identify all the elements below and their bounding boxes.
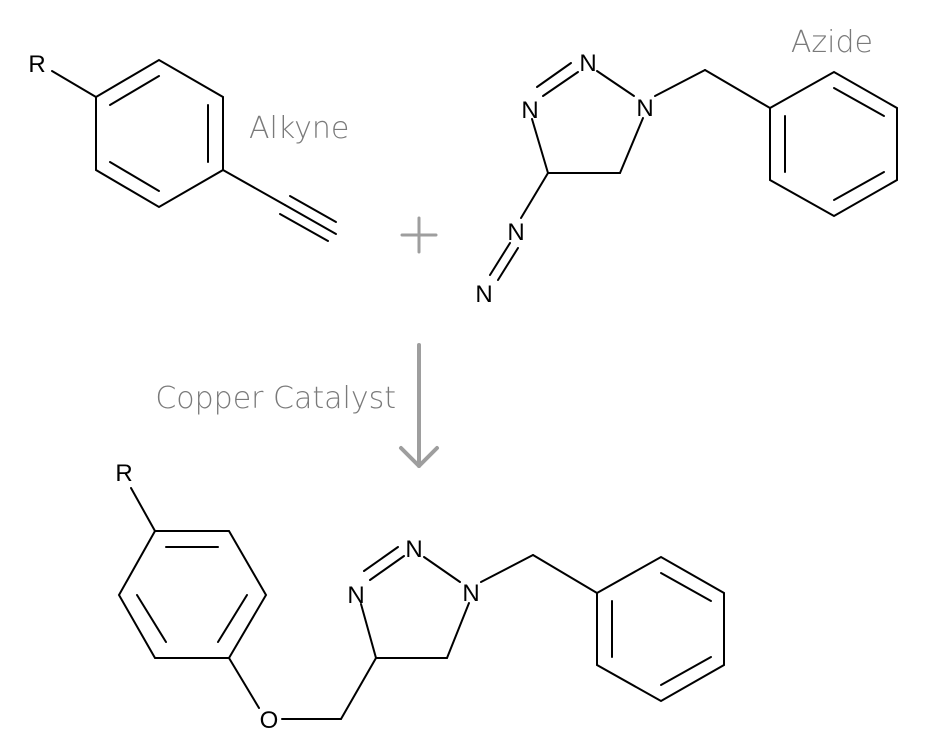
azide-label: Azide bbox=[791, 25, 873, 60]
product-ring-inner-bond bbox=[217, 594, 248, 643]
product-ring-double-bond bbox=[363, 546, 399, 572]
azide-ring-inner-bond bbox=[833, 87, 885, 117]
azide-ring-inner-bond bbox=[833, 171, 885, 201]
product-molecule: R O N N N bbox=[115, 460, 725, 734]
product-ring-bond bbox=[423, 556, 461, 583]
product-benzyl-bond bbox=[532, 554, 598, 594]
product-n-label: N bbox=[405, 536, 422, 563]
product-ring-bond bbox=[369, 555, 405, 581]
alkyne-label: Alkyne bbox=[249, 111, 349, 146]
azide-benzene-ring bbox=[769, 70, 898, 218]
product-ether-bond bbox=[228, 657, 260, 709]
alkyne-triple-bond-center bbox=[284, 204, 337, 235]
azide-n-label: N bbox=[475, 281, 492, 308]
product-methylene-bond bbox=[340, 657, 377, 720]
azide-diazo-bond bbox=[520, 172, 549, 219]
product-benzyl-bond bbox=[480, 554, 534, 583]
alkyne-triple-bond-upper bbox=[289, 195, 337, 223]
catalyst-label: Copper Catalyst bbox=[155, 381, 396, 416]
azide-n-label: N bbox=[521, 97, 538, 124]
plus-icon bbox=[400, 216, 438, 254]
azide-ring-bond bbox=[531, 118, 549, 174]
product-o-label: O bbox=[260, 707, 279, 734]
alkyne-ring-inner-bond bbox=[109, 161, 160, 192]
azide-benzyl-bond bbox=[704, 69, 771, 109]
azide-n-label: N bbox=[636, 95, 653, 122]
azide-n-label: N bbox=[507, 219, 524, 246]
azide-n-label: N bbox=[579, 50, 596, 77]
azide-ring-bond bbox=[619, 117, 644, 174]
azide-ring-bond bbox=[542, 71, 579, 97]
product-ring-bond bbox=[360, 603, 377, 659]
alkyne-single-bond bbox=[222, 169, 286, 206]
alkyne-benzene-ring bbox=[95, 58, 224, 209]
product-ring-bond bbox=[446, 602, 470, 659]
alkyne-r-bond bbox=[51, 70, 97, 98]
reaction-arrow-icon bbox=[399, 343, 439, 468]
product-ring-inner-bond bbox=[660, 572, 712, 602]
alkyne-r-label: R bbox=[28, 51, 45, 78]
alkyne-molecule: R bbox=[28, 51, 337, 242]
product-n-label: N bbox=[347, 582, 364, 609]
product-right-benzene-ring bbox=[596, 555, 725, 703]
azide-benzyl-bond bbox=[654, 69, 706, 97]
azide-diazo-double-bond bbox=[489, 242, 511, 276]
product-ring-inner-bond bbox=[136, 594, 167, 643]
azide-molecule: N N N N N bbox=[475, 50, 898, 308]
product-r-label: R bbox=[115, 460, 132, 487]
product-ring-inner-bond bbox=[660, 656, 712, 686]
product-r-bond bbox=[130, 487, 156, 532]
azide-ring-bond bbox=[596, 70, 635, 97]
azide-diazo-double-bond bbox=[497, 247, 519, 281]
alkyne-ring-inner-bond bbox=[109, 75, 160, 106]
product-n-label: N bbox=[462, 580, 479, 607]
product-left-benzene-ring bbox=[117, 530, 268, 659]
alkyne-triple-bond-lower bbox=[279, 213, 329, 242]
azide-ring-double-bond bbox=[536, 62, 572, 88]
